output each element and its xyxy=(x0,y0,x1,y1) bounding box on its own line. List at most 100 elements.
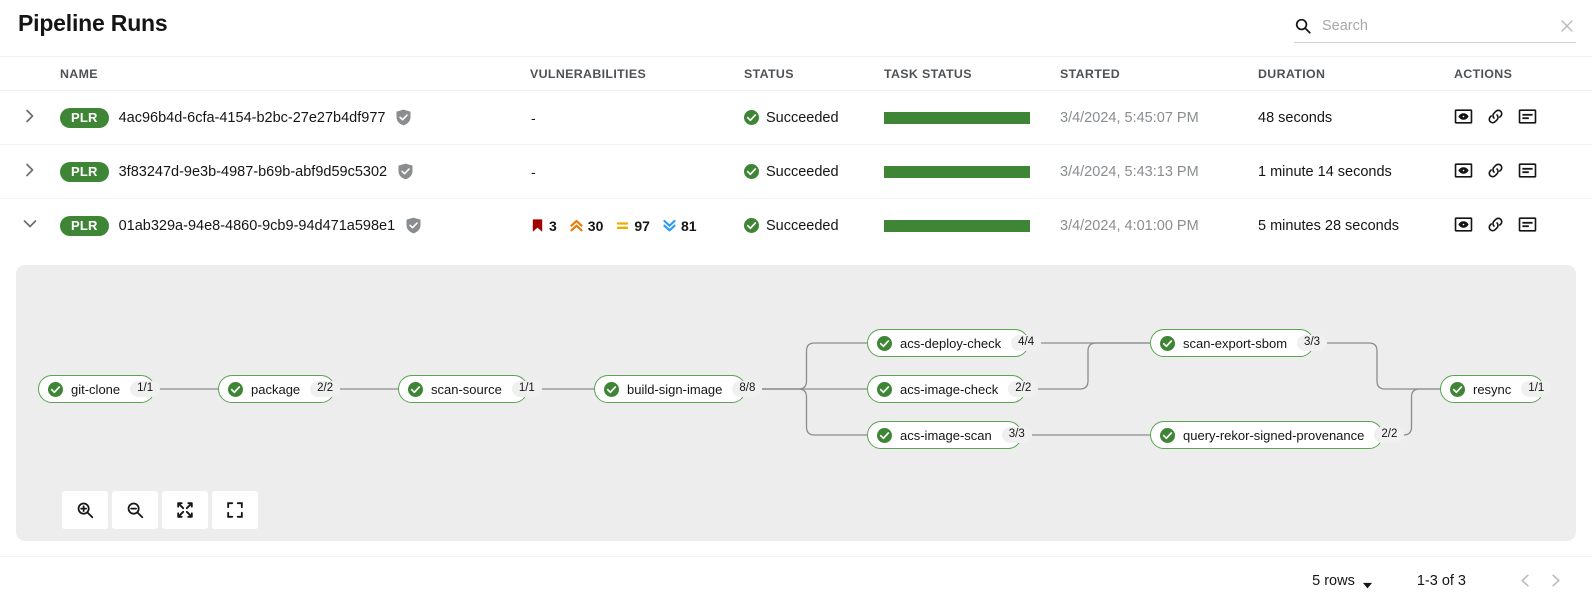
column-header-actions: ACTIONS xyxy=(1454,56,1592,91)
caret-down-icon xyxy=(1362,577,1373,589)
check-circle-icon xyxy=(48,381,63,397)
view-output-icon[interactable] xyxy=(1454,161,1473,183)
rows-per-page-select[interactable]: 5 rows xyxy=(1312,573,1373,589)
status-label: Succeeded xyxy=(766,217,839,234)
graph-node-count: 1/1 xyxy=(1521,381,1552,397)
graph-edge xyxy=(1314,342,1440,390)
row-expand-cell[interactable] xyxy=(0,144,60,199)
search-input[interactable] xyxy=(1322,18,1552,34)
graph-node-label: acs-image-check xyxy=(900,381,999,397)
row-task-status-cell xyxy=(884,90,1060,145)
vulnerabilities-empty: - xyxy=(531,109,536,126)
duration-value: 1 minute 14 seconds xyxy=(1258,164,1392,180)
fit-to-screen-icon[interactable] xyxy=(162,491,208,529)
check-circle-icon xyxy=(877,427,892,443)
severity-moderate-icon xyxy=(615,218,630,233)
zoom-out-icon[interactable] xyxy=(112,491,158,529)
logs-icon[interactable] xyxy=(1518,107,1537,129)
column-header-task-status: TASK STATUS xyxy=(884,56,1060,91)
link-icon[interactable] xyxy=(1486,161,1505,183)
vuln-important: 30 xyxy=(569,218,603,234)
check-circle-icon xyxy=(877,381,892,397)
column-header-vulnerabilities: VULNERABILITIES xyxy=(530,56,744,91)
column-header-duration: DURATION xyxy=(1258,56,1454,91)
row-actions-cell xyxy=(1454,144,1592,199)
run-name[interactable]: 3f83247d-9e3b-4987-b69b-abf9d59c5302 xyxy=(118,163,388,180)
page-header: Pipeline Runs xyxy=(0,0,1592,56)
pagination-range: 1-3 of 3 xyxy=(1416,572,1466,589)
graph-edge xyxy=(1026,342,1150,390)
graph-node-label: acs-deploy-check xyxy=(900,335,1002,351)
chevron-down-icon[interactable] xyxy=(22,216,38,232)
graph-node-acs-deploy-check[interactable]: acs-deploy-check 4/4 xyxy=(867,329,1042,357)
view-output-icon[interactable] xyxy=(1454,107,1473,129)
graph-node-count: 2/2 xyxy=(1008,381,1039,397)
row-duration-cell: 1 minute 14 seconds xyxy=(1258,144,1454,199)
row-status-cell: Succeeded xyxy=(744,144,884,199)
pagination-bar: 5 rows 1-3 of 3 xyxy=(0,556,1592,604)
row-expand-cell[interactable] xyxy=(0,199,60,253)
row-started-cell: 3/4/2024, 4:01:00 PM xyxy=(1060,199,1258,253)
run-name[interactable]: 01ab329a-94e8-4860-9cb9-94d471a598e1 xyxy=(118,217,396,234)
graph-node-resync[interactable]: resync 1/1 xyxy=(1440,375,1552,403)
chevron-right-icon[interactable] xyxy=(22,162,38,178)
check-circle-icon xyxy=(744,164,759,179)
graph-node-acs-image-check[interactable]: acs-image-check 2/2 xyxy=(867,375,1039,403)
shield-check-icon xyxy=(397,163,414,180)
close-icon[interactable] xyxy=(1558,17,1576,35)
run-kind-badge: PLR xyxy=(60,215,109,236)
graph-node-label: build-sign-image xyxy=(627,381,723,397)
link-icon[interactable] xyxy=(1486,107,1505,129)
page-title: Pipeline Runs xyxy=(18,10,168,36)
graph-node-count: 1/1 xyxy=(130,381,161,397)
check-circle-icon xyxy=(744,218,759,234)
task-status-bar xyxy=(884,111,1030,124)
check-circle-icon xyxy=(1160,427,1175,443)
shield-check-icon xyxy=(405,217,422,234)
pagination-next-button[interactable] xyxy=(1540,566,1570,596)
row-task-status-cell xyxy=(884,199,1060,253)
column-header-toggle xyxy=(0,56,60,91)
check-circle-icon xyxy=(1450,381,1465,397)
graph-node-label: resync xyxy=(1473,381,1512,397)
row-expand-cell[interactable] xyxy=(0,90,60,145)
vuln-moderate: 97 xyxy=(615,218,650,234)
row-duration-cell: 5 minutes 28 seconds xyxy=(1258,199,1454,253)
graph-node-build-sign-image[interactable]: build-sign-image 8/8 xyxy=(594,375,763,403)
vuln-critical: 3 xyxy=(530,218,557,234)
row-status-cell: Succeeded xyxy=(744,199,884,253)
graph-edge xyxy=(1383,388,1440,436)
check-circle-icon xyxy=(408,381,423,397)
zoom-in-icon[interactable] xyxy=(62,491,108,529)
status-label: Succeeded xyxy=(766,163,839,180)
graph-node-label: scan-source xyxy=(431,381,502,397)
expand-icon[interactable] xyxy=(212,491,258,529)
severity-important-icon xyxy=(569,218,584,233)
graph-node-count: 3/3 xyxy=(1297,335,1328,351)
run-name[interactable]: 4ac96b4d-6cfa-4154-b2bc-27e27b4df977 xyxy=(118,109,386,126)
graph-node-count: 8/8 xyxy=(732,381,763,397)
pagination-prev-button[interactable] xyxy=(1510,566,1540,596)
graph-node-count: 2/2 xyxy=(1374,427,1405,443)
logs-icon[interactable] xyxy=(1518,215,1537,237)
chevron-right-icon[interactable] xyxy=(22,108,38,124)
graph-node-count: 4/4 xyxy=(1011,335,1042,351)
view-output-icon[interactable] xyxy=(1454,215,1473,237)
logs-icon[interactable] xyxy=(1518,161,1537,183)
link-icon[interactable] xyxy=(1486,215,1505,237)
rows-per-page-label: 5 rows xyxy=(1312,572,1355,589)
row-vulnerabilities-cell: - xyxy=(530,90,744,145)
search-bar[interactable] xyxy=(1294,10,1576,43)
started-time: 3/4/2024, 5:45:07 PM xyxy=(1060,110,1199,126)
table-body: PLR 4ac96b4d-6cfa-4154-b2bc-27e27b4df977 -… xyxy=(0,90,1592,253)
graph-edge xyxy=(746,388,867,436)
